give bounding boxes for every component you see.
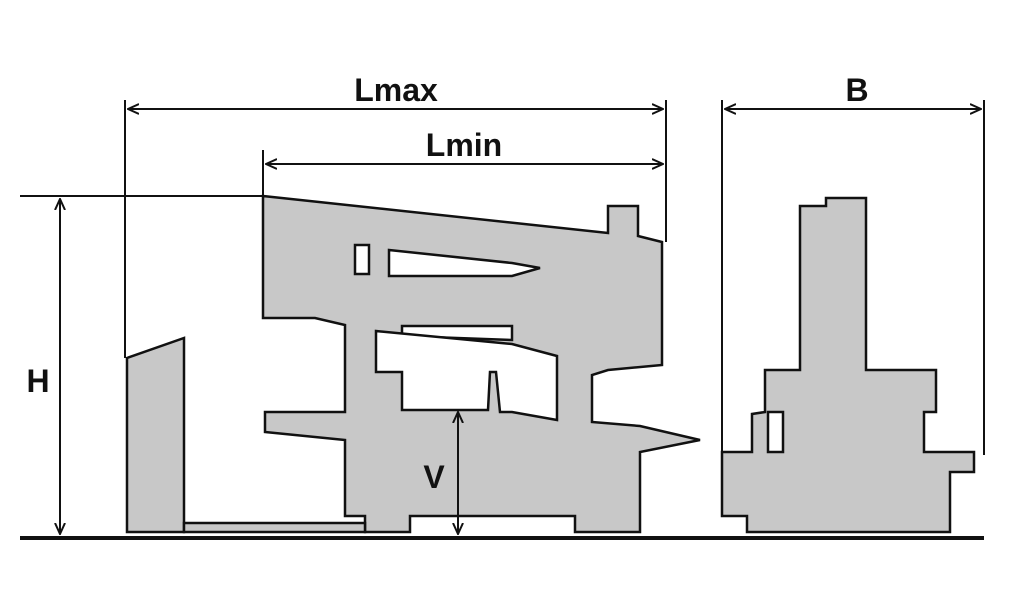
upper-slot-small [353, 243, 371, 276]
v-label: V [423, 459, 445, 495]
lmin-label: Lmin [426, 127, 502, 163]
upper-slot-long [387, 248, 541, 278]
h-label: H [26, 363, 49, 399]
b-label: B [845, 72, 868, 108]
lmax-label: Lmax [354, 72, 438, 108]
machine-body-front-view [720, 196, 976, 534]
left-column [125, 336, 186, 534]
base-rail [182, 521, 367, 534]
front-view-slot [766, 410, 785, 454]
throat-opening [374, 329, 559, 422]
